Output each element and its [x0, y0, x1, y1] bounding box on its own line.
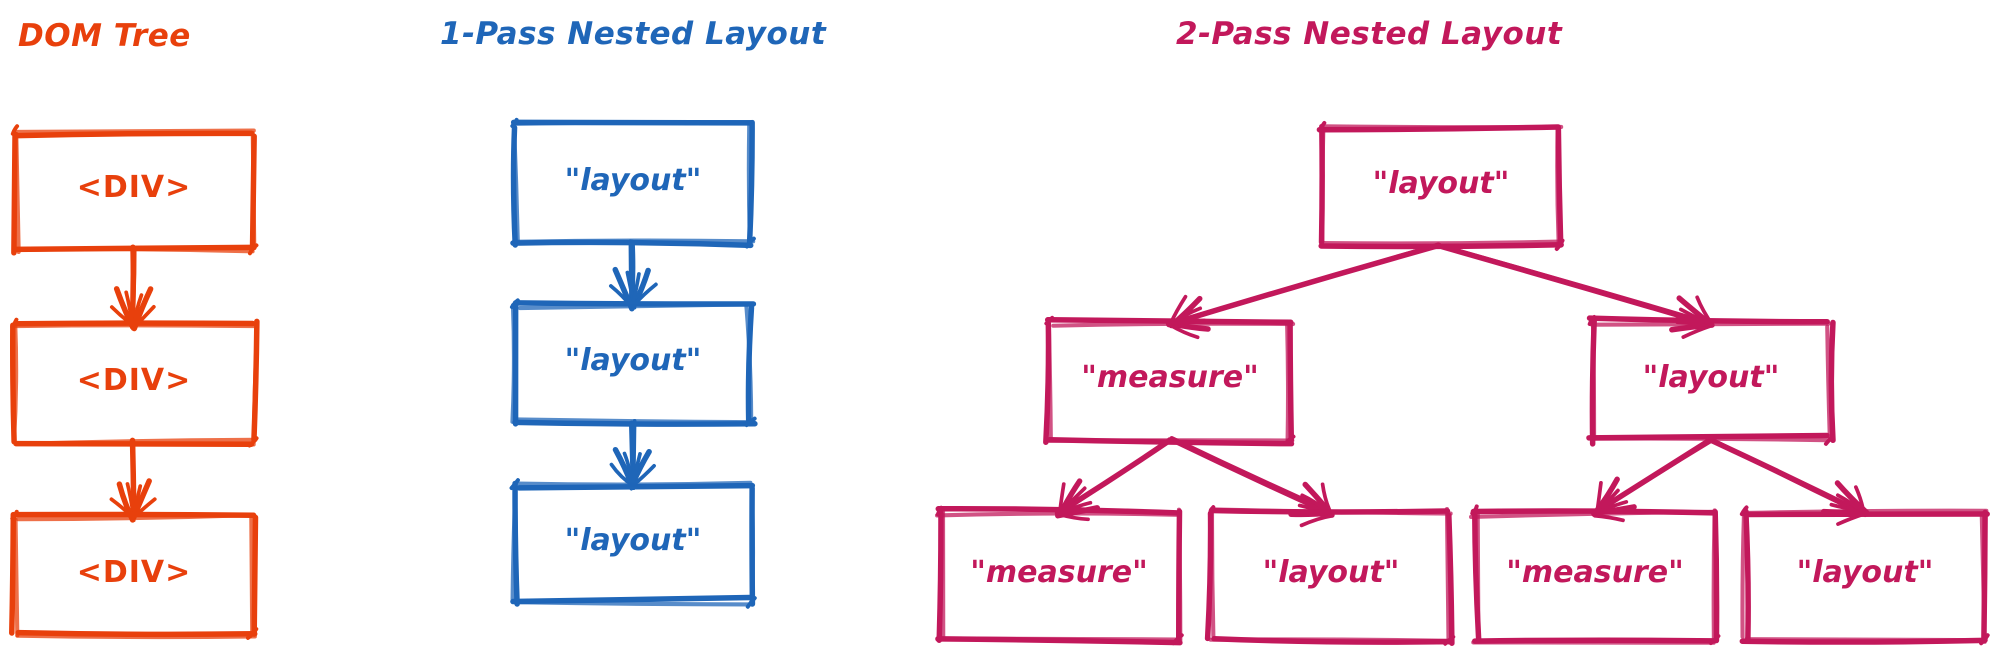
node-two-pass-root[interactable] [1322, 128, 1560, 245]
node-one-pass-node-1[interactable] [515, 125, 751, 242]
node-dom-node-3[interactable] [15, 517, 253, 634]
column-title-dom-tree: DOM Tree [18, 18, 191, 54]
node-one-pass-node-3[interactable] [515, 485, 751, 602]
arrow-two-pass-mid-left-to-two-pass-leaf-1 [1054, 436, 1173, 522]
node-two-pass-leaf-3[interactable] [1475, 512, 1715, 640]
node-two-pass-leaf-1[interactable] [940, 512, 1178, 640]
arrow-one-pass-node-1-to-one-pass-node-2 [608, 239, 658, 312]
node-dom-node-2[interactable] [15, 325, 253, 442]
node-two-pass-leaf-2[interactable] [1212, 512, 1450, 640]
node-dom-node-1[interactable] [15, 132, 253, 249]
arrow-one-pass-node-2-to-one-pass-node-3 [609, 419, 656, 491]
column-title-one-pass-nested-layout: 1-Pass Nested Layout [440, 16, 827, 52]
node-one-pass-node-2[interactable] [515, 305, 751, 422]
arrow-two-pass-mid-right-to-two-pass-leaf-3 [1591, 437, 1715, 523]
arrow-dom-node-2-to-dom-node-3 [109, 437, 157, 523]
column-title-two-pass-nested-layout: 2-Pass Nested Layout [1176, 16, 1563, 52]
node-two-pass-leaf-4[interactable] [1745, 512, 1985, 640]
node-two-pass-mid-left[interactable] [1050, 322, 1290, 440]
node-two-pass-mid-right[interactable] [1592, 322, 1830, 440]
arrow-dom-node-1-to-dom-node-2 [109, 244, 156, 332]
